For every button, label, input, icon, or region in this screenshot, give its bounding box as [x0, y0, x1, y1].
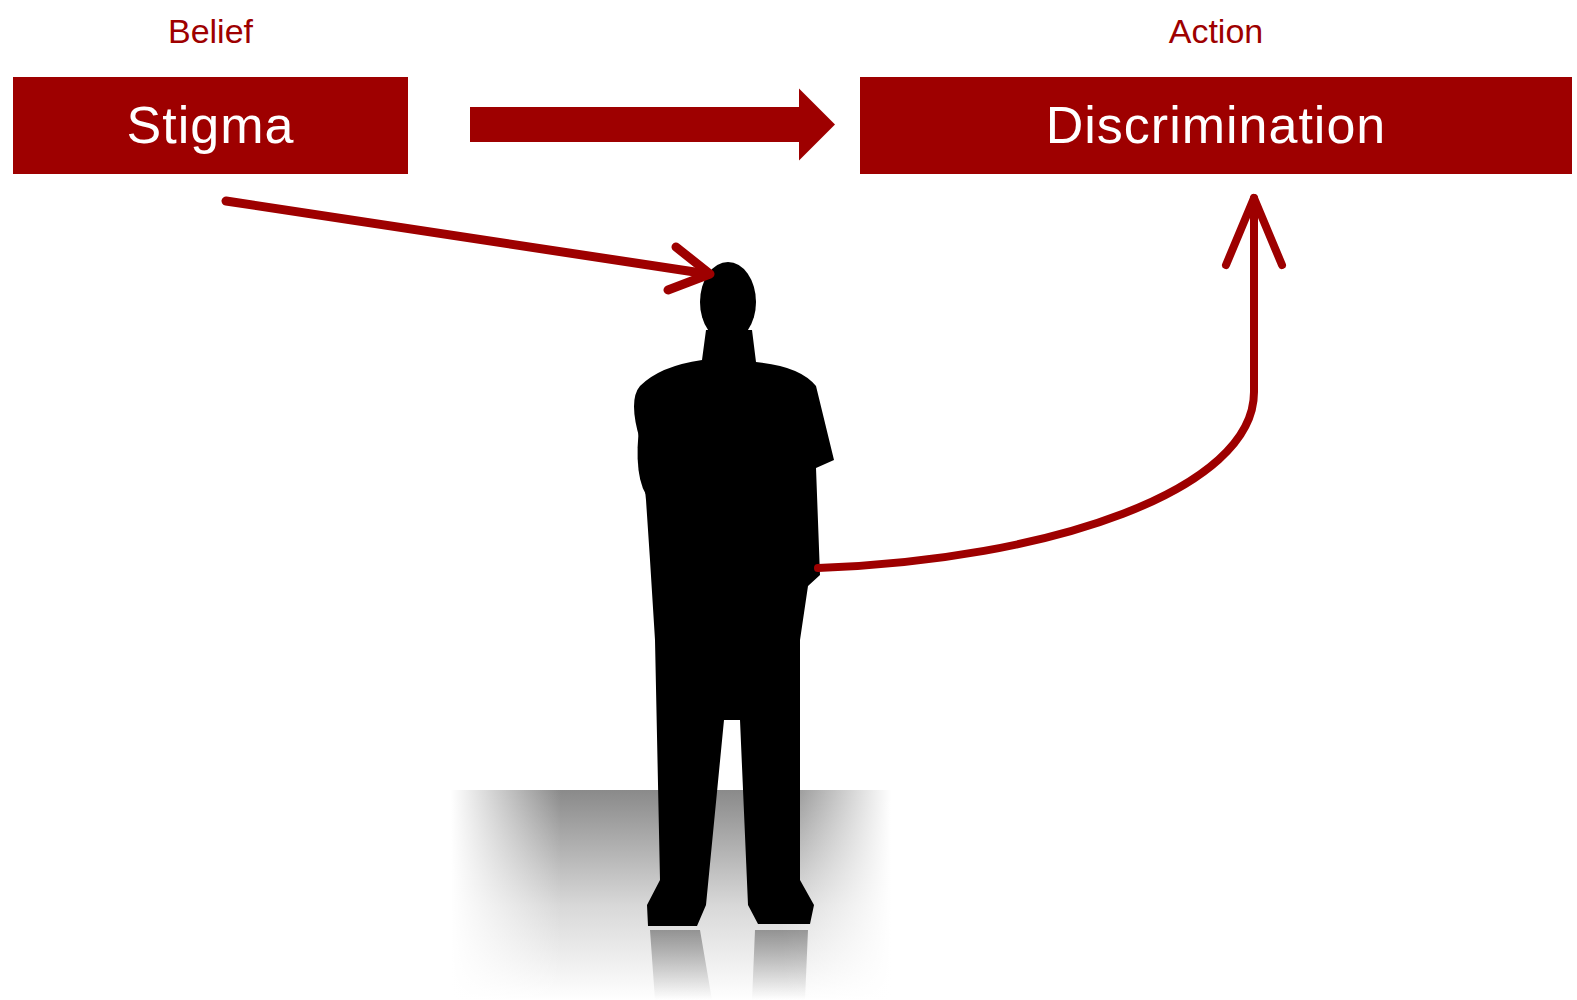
block-arrow: [470, 89, 835, 161]
label-box: BeliefStigma: [13, 77, 408, 174]
leader-arrow: [226, 201, 710, 290]
label-box: ActionDiscrimination: [860, 77, 1572, 174]
person-silhouette: [634, 262, 834, 926]
box-heading: Belief: [13, 12, 408, 51]
action-arrow: [818, 198, 1282, 568]
box-heading: Action: [860, 12, 1572, 51]
box-label: Discrimination: [1046, 97, 1387, 154]
person-reflection: [650, 930, 808, 1000]
box-label: Stigma: [127, 97, 295, 154]
